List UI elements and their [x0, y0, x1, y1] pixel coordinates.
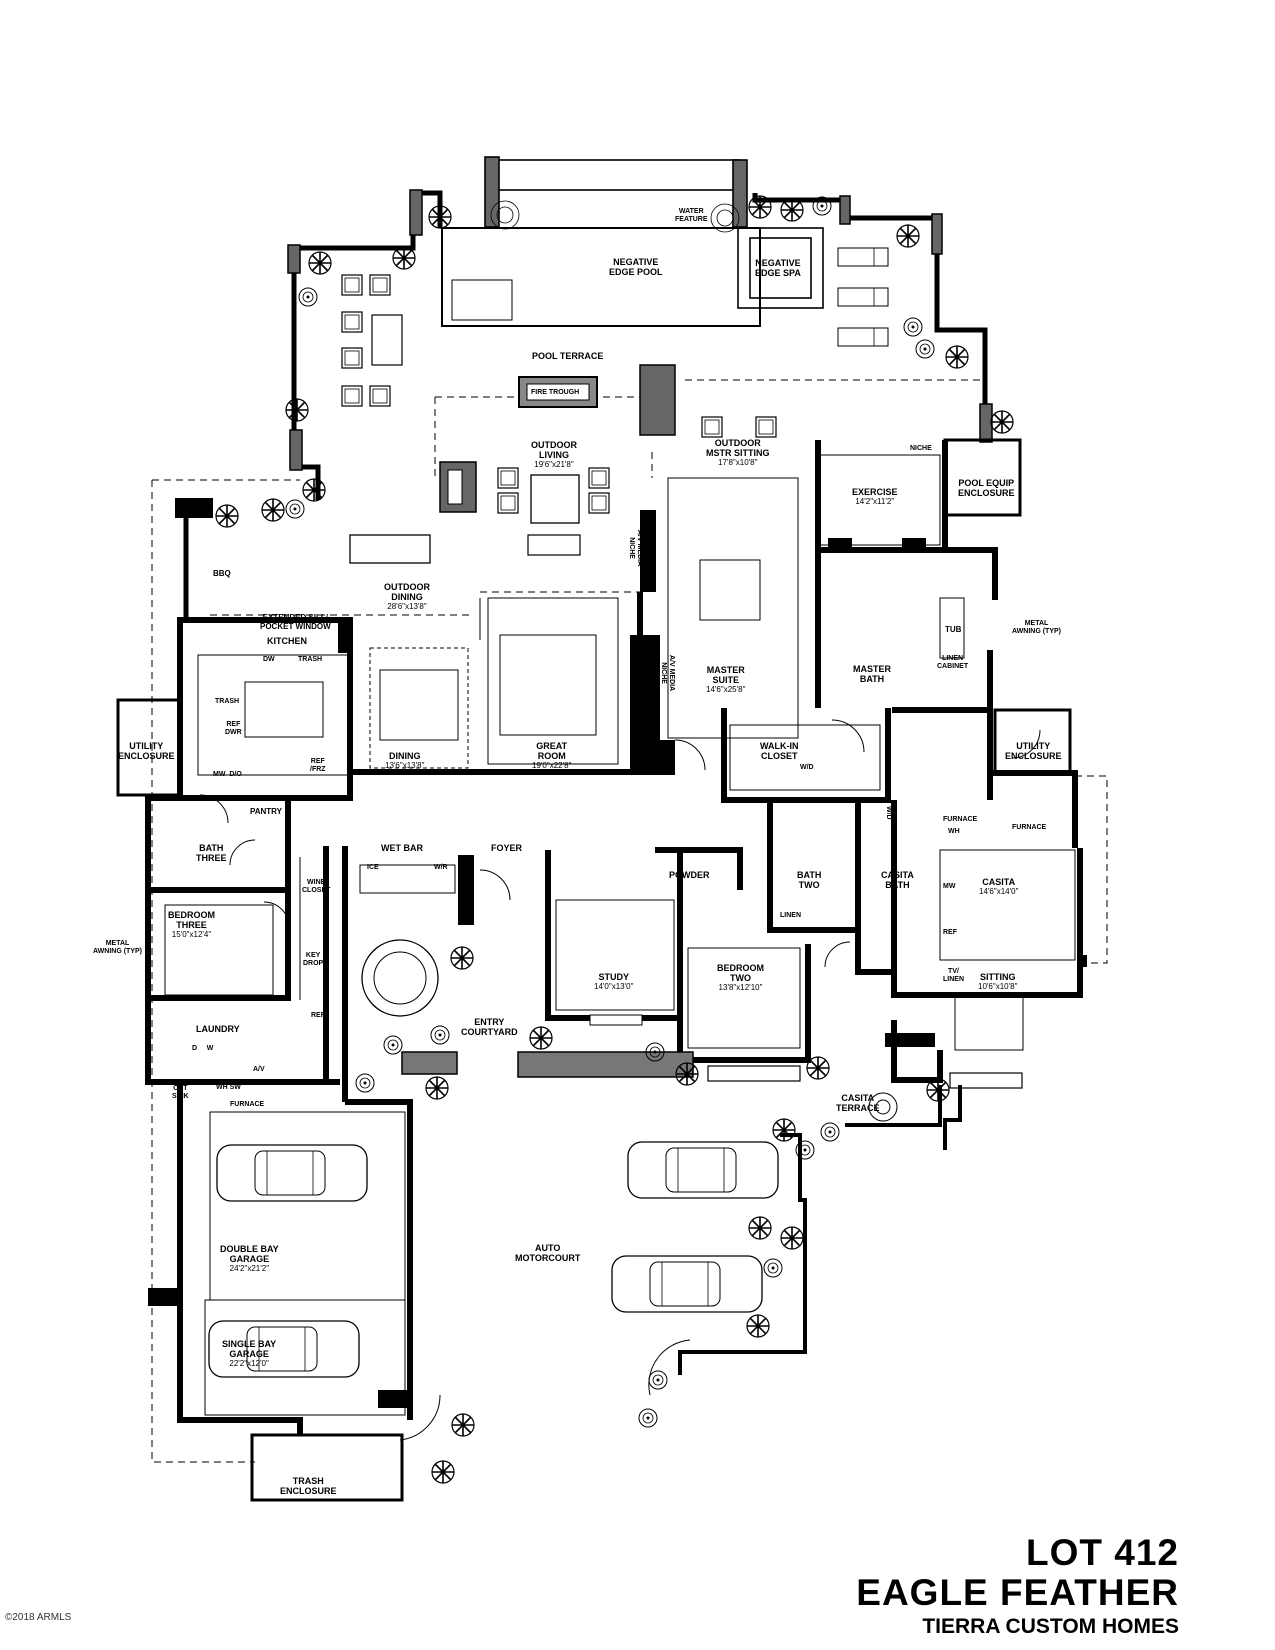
- door-swings: [199, 719, 1041, 1441]
- casita-terrace-label: CASITA TERRACE: [836, 1093, 880, 1113]
- wd-1-label: W/D: [800, 764, 814, 771]
- kitchen-label: KITCHEN: [267, 636, 307, 646]
- bath-three-label: BATH THREE: [196, 843, 227, 863]
- wall-pillars: [287, 189, 993, 471]
- title-block: LOT 412 EAGLE FEATHER TIERRA CUSTOM HOME…: [856, 1533, 1179, 1641]
- av-media-niche-2-label: A/V MEDIA NICHE: [660, 655, 675, 692]
- wh-1-label: WH: [948, 828, 960, 835]
- water-feature-label: WATER FEATURE: [675, 208, 708, 223]
- ref-label: REF: [943, 929, 957, 936]
- utility-enclosures: [116, 438, 1072, 1502]
- bbq-label: BBQ: [213, 569, 231, 578]
- builder-name: TIERRA CUSTOM HOMES: [922, 1615, 1179, 1638]
- entry-courtyard: [361, 939, 1023, 1089]
- metal-awning-2-label: METAL AWNING (TYP): [93, 940, 142, 955]
- foyer-label: FOYER: [491, 843, 523, 853]
- trash-1-label: TRASH: [298, 656, 323, 663]
- utility-enclosure-2-label: UTILITY ENCLOSURE: [1005, 741, 1062, 761]
- dw-label: DW: [263, 656, 275, 663]
- casita-bath-label: CASITA BATH: [881, 870, 914, 890]
- furnace-3-label: FURNACE: [230, 1101, 265, 1108]
- laundry-label: LAUNDRY: [196, 1024, 240, 1034]
- furnace-1-label: FURNACE: [943, 816, 978, 823]
- mw-do-label: MW D/O: [213, 771, 242, 778]
- pool-equip-label: POOL EQUIP ENCLOSURE: [958, 478, 1015, 498]
- plan-name: EAGLE FEATHER: [856, 1572, 1179, 1613]
- lot-number: LOT 412: [1026, 1532, 1179, 1573]
- terrace-outline: [151, 379, 1108, 1463]
- d-w-label: D W: [192, 1045, 214, 1052]
- auto-motorcourt-label: AUTO MOTORCOURT: [515, 1243, 581, 1263]
- wall-blocks: [148, 498, 1087, 1408]
- key-drop-label: KEY DROP: [303, 952, 324, 967]
- pool-terrace-label: POOL TERRACE: [532, 351, 604, 361]
- utility-enclosure-1-label: UTILITY ENCLOSURE: [118, 741, 175, 761]
- tub-label: TUB: [945, 625, 962, 634]
- motorcourt-walls: [678, 1085, 962, 1375]
- av-media-niche-1-label: A/V MEDIA NICHE: [628, 530, 643, 567]
- ref-2-label: REF: [311, 1012, 325, 1019]
- house-walls: [145, 440, 1083, 1435]
- walk-in-closet-label: WALK-IN CLOSET: [760, 741, 799, 761]
- wh-sw-label: WH SW: [216, 1084, 241, 1091]
- trash-2-label: TRASH: [215, 698, 240, 705]
- extended-sill-label: EXTENDED SILL/ POCKET WINDOW: [260, 613, 331, 631]
- metal-awning-1-label: METAL AWNING (TYP): [1012, 620, 1061, 635]
- mw-label: MW: [943, 883, 956, 890]
- linen-label: LINEN: [780, 912, 801, 919]
- wd-2-label: W/D: [885, 806, 892, 820]
- entry-courtyard-label: ENTRY COURTYARD: [461, 1017, 518, 1037]
- pool: [441, 156, 824, 327]
- master-bath-label: MASTER BATH: [853, 664, 891, 684]
- powder-label: POWDER: [669, 870, 710, 880]
- casita-terrace-seating: [868, 1092, 898, 1122]
- ref-frz-label: REF /FRZ: [310, 758, 326, 773]
- copyright-watermark: ©2018 ARMLS: [5, 1612, 72, 1623]
- trash-enclosure-label: TRASH ENCLOSURE: [280, 1476, 337, 1496]
- wine-closet-label: WINE CLOSET: [302, 879, 331, 894]
- linen-cabinet-label: LINEN CABINET: [937, 655, 969, 670]
- niche-label: NICHE: [910, 445, 932, 452]
- bath-two-label: BATH TWO: [797, 870, 822, 890]
- opt-sink-label: OPT SINK: [172, 1085, 189, 1100]
- furnace-2-label: FURNACE: [1012, 824, 1047, 831]
- wet-bar-label: WET BAR: [381, 843, 423, 853]
- interior-details: [164, 454, 1076, 1416]
- av-label: A/V: [253, 1066, 265, 1073]
- pool-label: NEGATIVE EDGE POOL: [609, 257, 663, 277]
- cars: [208, 1141, 779, 1378]
- tv-linen-label: TV/ LINEN: [943, 968, 964, 983]
- pool-terrace-furniture: [341, 247, 889, 564]
- spa-label: NEGATIVE EDGE SPA: [755, 258, 801, 278]
- ref-dwr-label: REF DWR: [225, 721, 242, 736]
- wr-label: W/R: [434, 864, 448, 871]
- ice-label: ICE: [367, 864, 379, 871]
- fire-trough-label: FIRE TROUGH: [531, 389, 580, 396]
- pantry-label: PANTRY: [250, 807, 282, 816]
